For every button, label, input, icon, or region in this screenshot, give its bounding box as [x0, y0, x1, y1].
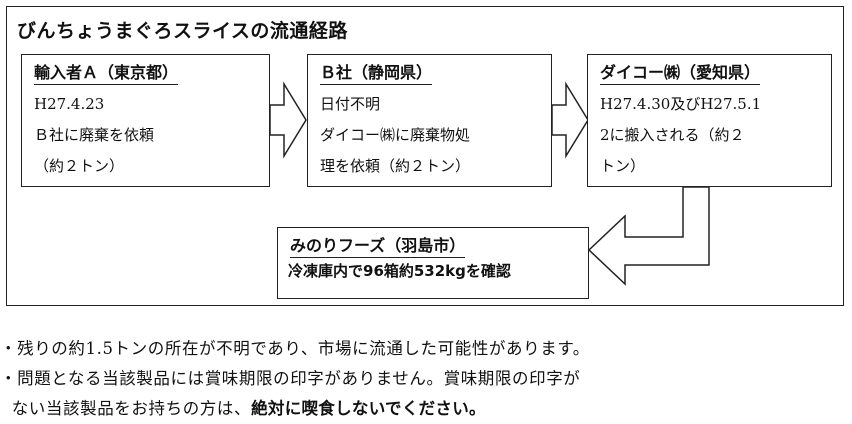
right-arrow-icon [552, 81, 589, 159]
box-heading: ダイコー㈱（愛知県） [600, 59, 761, 85]
box-line: Ｂ社に廃棄を依頼 [34, 126, 155, 144]
flow-box-importer: 輸入者Ａ（東京都） H27.4.23 Ｂ社に廃棄を依頼 （約２トン） [21, 54, 270, 187]
box-line: トン） [600, 157, 646, 175]
box-line: 日付不明 [320, 95, 381, 113]
box-body: 日付不明 ダイコー㈱に廃棄物処 理を依頼（約２トン） [320, 89, 545, 182]
note-line: ・問題となる当該製品には賞味期限の印字がありません。賞味期限の印字が [0, 369, 581, 388]
note-line: ない当該製品をお持ちの方は、絶対に喫食しないでください。 [0, 394, 590, 424]
note-line: ・残りの約1.5トンの所在が不明であり、市場に流通した可能性があります。 [0, 339, 590, 358]
box-heading: Ｂ社（静岡県） [320, 59, 433, 85]
note-text: ない当該製品をお持ちの方は、 [11, 399, 252, 418]
flow-box-company-b: Ｂ社（静岡県） 日付不明 ダイコー㈱に廃棄物処 理を依頼（約２トン） [307, 54, 552, 187]
box-line: H27.4.30及びH27.5.1 [600, 95, 762, 113]
box-line: 2に搬入される（約２ [600, 126, 745, 144]
warning-text: 絶対に喫食しないでください。 [251, 399, 486, 418]
notes: ・残りの約1.5トンの所在が不明であり、市場に流通した可能性があります。 ・問題… [0, 334, 590, 424]
right-arrow-icon [270, 81, 307, 159]
flow-diagram-frame: びんちょうまぐろスライスの流通経路 輸入者Ａ（東京都） H27.4.23 Ｂ社に… [6, 6, 844, 306]
box-heading: みのりフーズ（羽島市） [290, 232, 466, 258]
flow-box-minori-foods: みのりフーズ（羽島市） 冷凍庫内で96箱約532kgを確認 [277, 227, 589, 299]
box-line: 理を依頼（約２トン） [320, 157, 471, 175]
elbow-arrow-icon [587, 187, 710, 286]
diagram-title: びんちょうまぐろスライスの流通経路 [17, 20, 348, 42]
box-line: ダイコー㈱に廃棄物処 [320, 126, 471, 144]
box-heading: 輸入者Ａ（東京都） [34, 59, 179, 85]
box-line: （約２トン） [34, 157, 125, 175]
box-body: H27.4.30及びH27.5.1 2に搬入される（約２ トン） [600, 89, 825, 182]
flow-box-daiko: ダイコー㈱（愛知県） H27.4.30及びH27.5.1 2に搬入される（約２ … [587, 54, 832, 187]
box-body: H27.4.23 Ｂ社に廃棄を依頼 （約２トン） [34, 89, 263, 182]
box-line: H27.4.23 [34, 95, 105, 113]
final-finding: 冷凍庫内で96箱約532kgを確認 [288, 262, 511, 280]
